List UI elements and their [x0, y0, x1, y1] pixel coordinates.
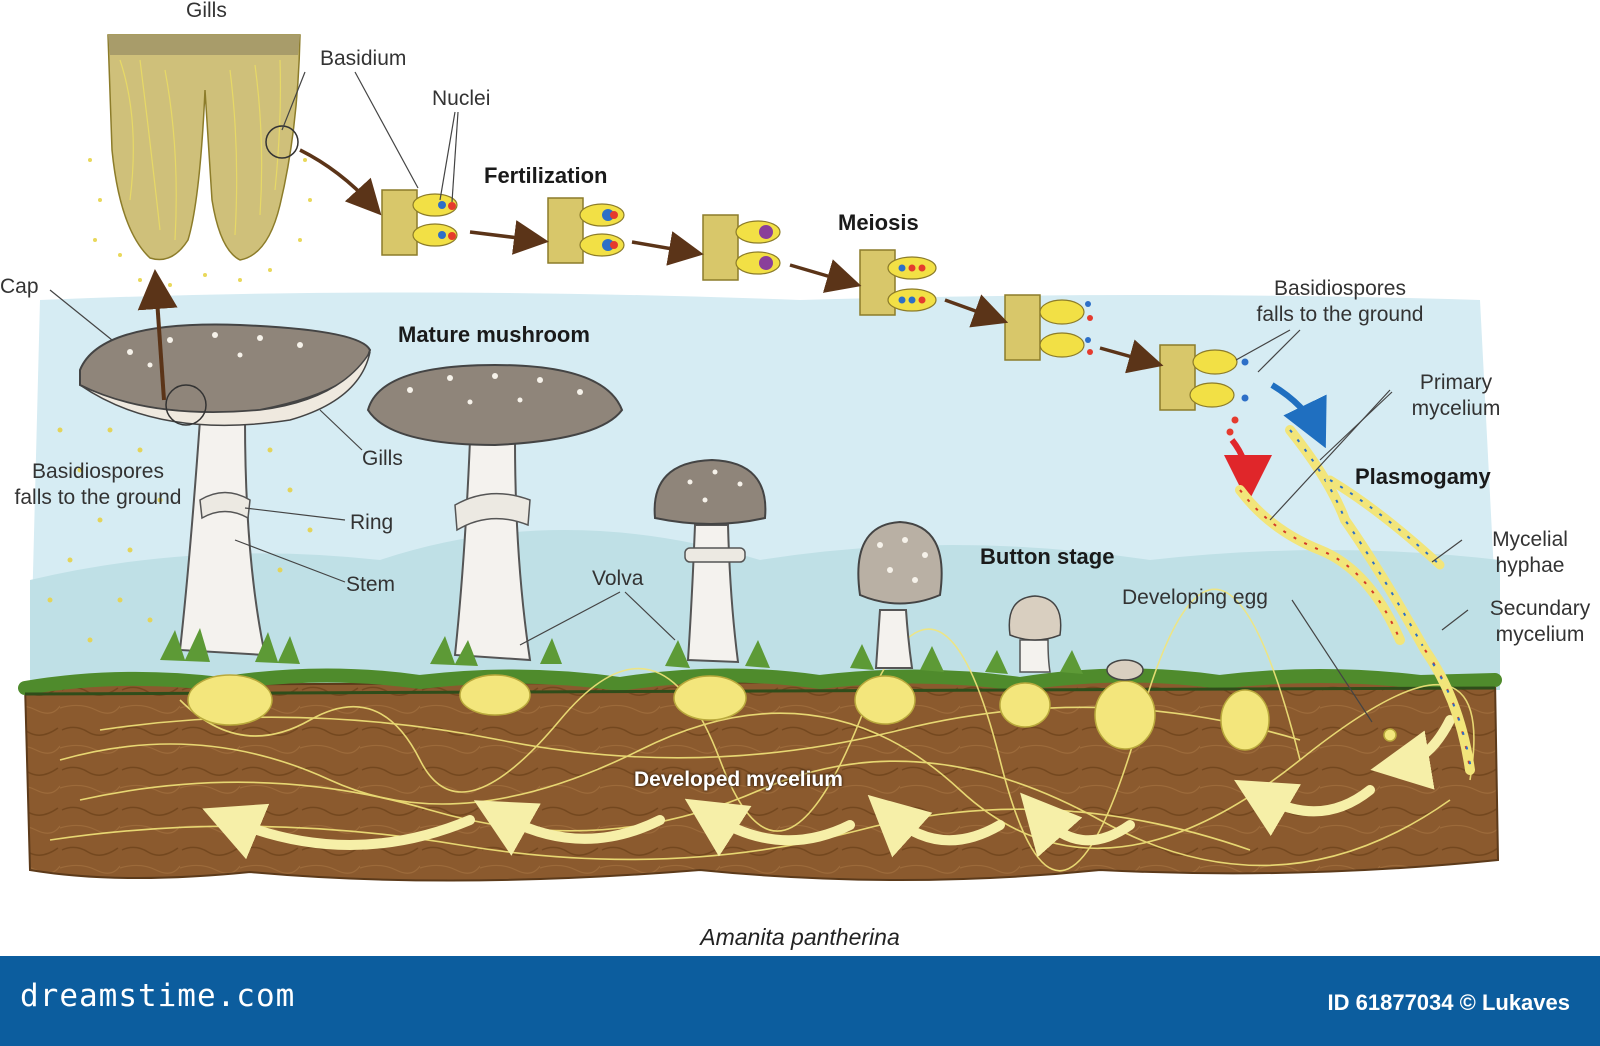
label-primary-mycelium-line2: mycelium: [1411, 396, 1501, 420]
label-fertilization: Fertilization: [484, 163, 608, 188]
label-stem: Stem: [346, 573, 396, 596]
label-secundary-mycelium: Secundary mycelium: [1484, 596, 1596, 647]
label-meiosis: Meiosis: [838, 210, 919, 235]
basidium-1: [381, 189, 458, 256]
site-name: dreamstime.com: [20, 978, 296, 1014]
image-id: ID 61877034 © Lukaves: [1327, 990, 1570, 1015]
basidium-2: [547, 197, 625, 264]
mushroom-3: [653, 458, 767, 664]
red-arrow: [1223, 438, 1272, 503]
label-mature-mushroom: Mature mushroom: [398, 322, 590, 347]
label-gills: Gills: [362, 447, 403, 470]
label-basidiospores-right-line1: Basidiospores: [1274, 277, 1406, 300]
label-plasmogamy: Plasmogamy: [1355, 464, 1491, 489]
footer-banner: dreamstime.com ID 61877034 © Lukaves: [0, 956, 1600, 1046]
label-basidiospores-left-line1: Basidiospores: [32, 460, 164, 483]
label-basidiospores-left-line2: falls to the ground: [14, 485, 182, 509]
egg-small: [1106, 659, 1144, 681]
label-primary-mycelium: Primary mycelium: [1396, 370, 1516, 421]
basidia-sequence: [381, 189, 1249, 436]
label-secundary-mycelium-line2: mycelium: [1495, 622, 1585, 646]
basidium-3: [702, 214, 781, 281]
leader-lines: [49, 71, 1469, 723]
blue-arrow: [1270, 382, 1327, 449]
bulbs: [187, 674, 1397, 751]
mushroom-button: [857, 520, 943, 669]
grass-tufts: [160, 628, 1083, 674]
label-ring: Ring: [350, 511, 394, 534]
label-mycelial-hyphae: Mycelial hyphae: [1478, 527, 1582, 578]
label-mycelial-hyphae-line1: Mycelial: [1492, 528, 1568, 551]
label-basidiospores-right: Basidiospores falls to the ground: [1240, 276, 1440, 327]
label-developing-egg: Developing egg: [1122, 586, 1268, 609]
label-secundary-mycelium-line1: Secundary: [1489, 597, 1591, 620]
arrow-up: [137, 269, 178, 401]
secondary-mycelium: [1420, 645, 1475, 777]
label-basidium: Basidium: [320, 47, 407, 70]
basidium-4: [859, 249, 937, 316]
label-mycelial-hyphae-line2: hyphae: [1495, 553, 1565, 577]
basidium-5: [1004, 294, 1093, 361]
basidium-6: [1159, 344, 1249, 436]
sequence-arrows: [299, 148, 1164, 374]
cycle-arrows: [202, 715, 1455, 860]
label-volva: Volva: [592, 567, 644, 590]
gills-closeup: [88, 34, 312, 287]
label-button-stage: Button stage: [980, 544, 1115, 569]
hills: [30, 530, 1500, 690]
mushroom-small: [1008, 595, 1062, 673]
species-caption: Amanita pantherina: [700, 924, 900, 950]
mushroom-mature-1: [79, 323, 372, 657]
label-gills-top: Gills: [186, 0, 227, 22]
life-cycle-illustration: [18, 34, 1502, 882]
falling-spores: [47, 427, 313, 643]
label-basidiospores-left: Basidiospores falls to the ground: [0, 459, 196, 510]
label-nuclei: Nuclei: [432, 87, 491, 110]
mushroom-mature-2: [366, 363, 624, 662]
primary-mycelium-red: [1235, 485, 1405, 645]
primary-mycelium-blue: [1285, 425, 1445, 655]
label-cap: Cap: [0, 275, 39, 298]
label-developed-mycelium: Developed mycelium: [634, 768, 843, 791]
label-basidiospores-right-line2: falls to the ground: [1256, 302, 1424, 326]
label-primary-mycelium-line1: Primary: [1419, 371, 1493, 394]
